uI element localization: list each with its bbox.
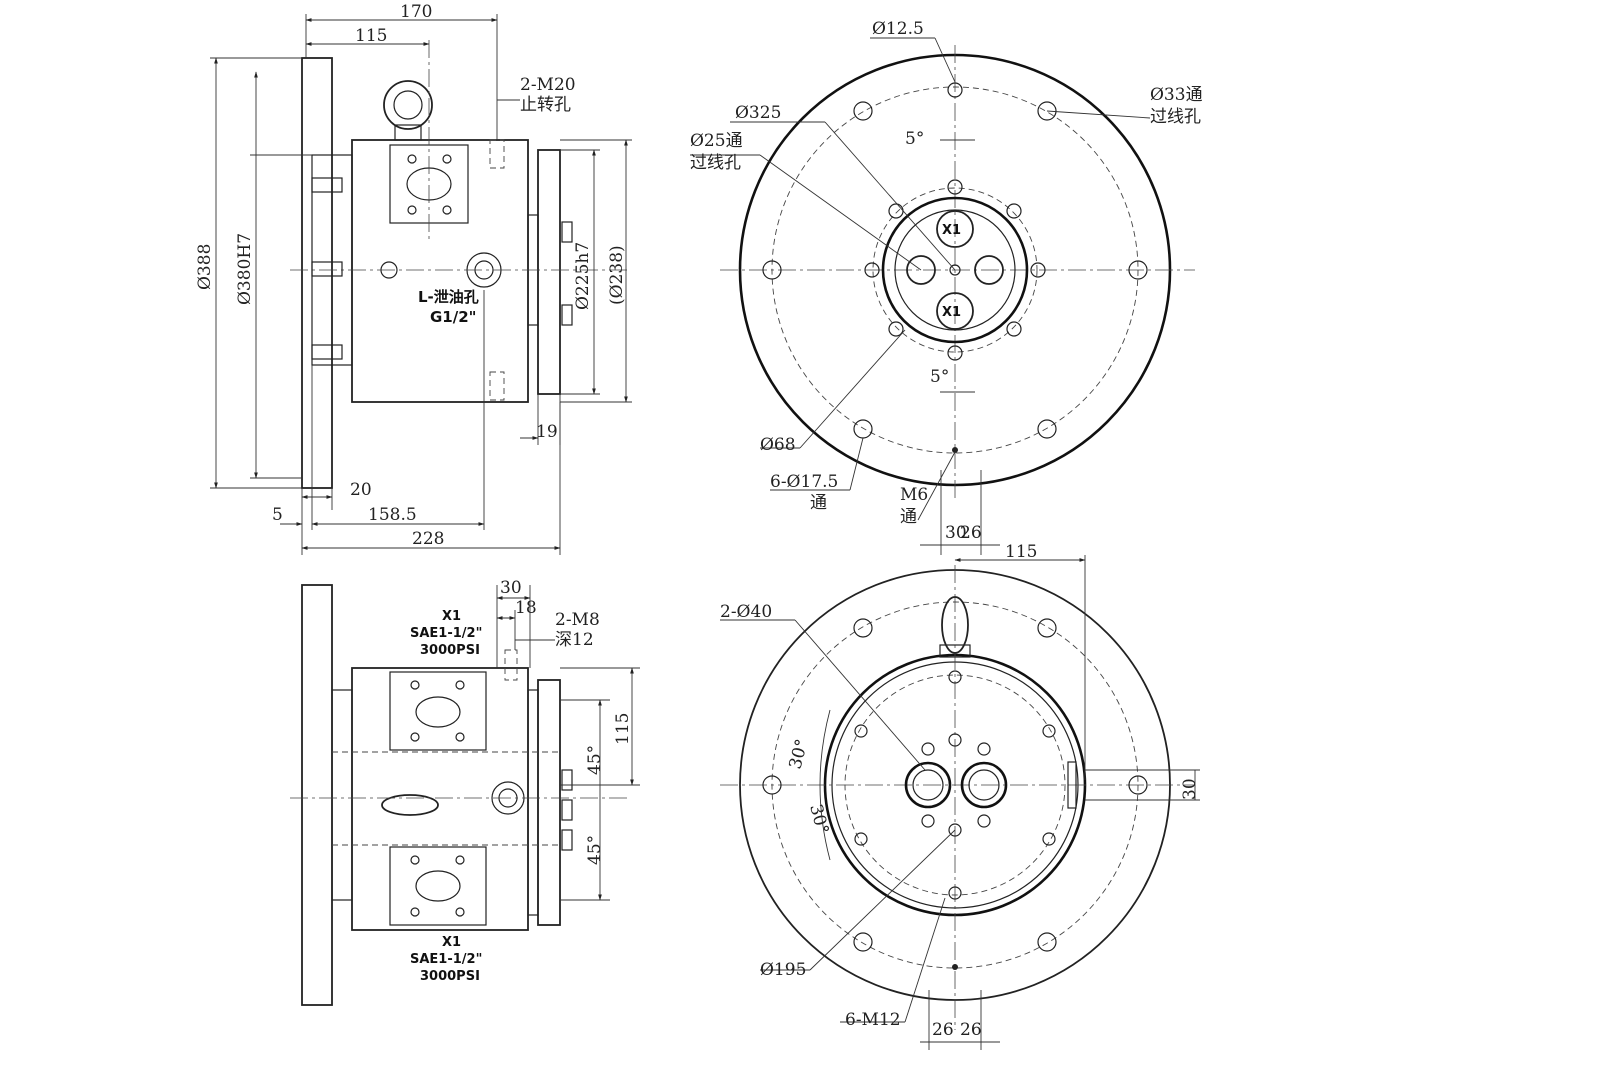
- x1-bottom-spec-2: 3000PSI: [420, 969, 480, 984]
- port-right: [960, 761, 1008, 809]
- dim-26-top: 26: [960, 523, 982, 543]
- dim-30-top: 30: [945, 523, 967, 543]
- port-x1-bottom: [936, 292, 974, 330]
- m8-depth: 深12: [555, 630, 594, 650]
- dia-380h7: Ø380H7: [235, 233, 255, 305]
- x1-top-spec-2: 3000PSI: [420, 643, 480, 658]
- dim-19: 19: [536, 422, 558, 442]
- rear-plate: [537, 149, 561, 395]
- drain-port-thread: G1/2": [430, 308, 476, 326]
- dia-225h7: Ø225h7: [573, 242, 593, 310]
- port-x1-top-label: X1: [942, 223, 961, 238]
- dim-26-b: 26: [960, 1020, 982, 1040]
- port-x1-top: [936, 210, 974, 248]
- angle-5-bottom: 5°: [930, 367, 949, 387]
- dia-33-label-1: Ø33通: [1150, 85, 1203, 105]
- holes-40: 2-Ø40: [720, 602, 772, 622]
- angle-45-bottom: 45°: [585, 835, 605, 865]
- dim-115: 115: [355, 26, 387, 46]
- stop-hole-spec: 2-M20: [520, 75, 576, 95]
- dia-12-5: Ø12.5: [872, 19, 924, 39]
- dia-325: Ø325: [735, 103, 781, 123]
- angle-45-top: 45°: [585, 745, 605, 775]
- body: [351, 139, 529, 403]
- dim-115-side: 115: [613, 713, 633, 745]
- lifting-eye: [383, 80, 433, 130]
- hub-circle: [881, 196, 1029, 344]
- dim-18: 18: [515, 598, 537, 618]
- dim-115-front: 115: [1005, 542, 1037, 562]
- dim-5: 5: [272, 505, 283, 525]
- holes-m12: 6-M12: [845, 1010, 901, 1030]
- m6-label: M6: [900, 485, 928, 505]
- drain-port-label: L-泄油孔: [418, 288, 479, 306]
- dim-30-side: 30: [500, 578, 522, 598]
- stop-hole-label: 止转孔: [520, 95, 571, 115]
- x1-bottom-spec-1: SAE1-1/2": [410, 952, 482, 967]
- port-x1-bottom-label: X1: [942, 305, 961, 320]
- lifting-eye-side: [381, 794, 439, 816]
- flange-bottom: [301, 584, 333, 1006]
- dia-68: Ø68: [760, 435, 796, 455]
- holes-17-5-note: 通: [810, 493, 827, 513]
- flange-section: [301, 57, 333, 489]
- dia-25-label-1: Ø25通: [690, 131, 743, 151]
- port-block-bottom: [389, 846, 487, 926]
- front-view-bottom: 115 2-Ø40 30° 30° 30 Ø195 6-M12 26 26: [720, 542, 1200, 1050]
- m6-note: 通: [900, 507, 917, 527]
- side-view-bottom: X1 SAE1-1/2" 3000PSI X1 SAE1-1/2" 3000PS…: [290, 578, 640, 1006]
- dim-26-a: 26: [932, 1020, 954, 1040]
- dim-170: 170: [400, 2, 432, 22]
- x1-top-spec-1: SAE1-1/2": [410, 626, 482, 641]
- angle-5-top: 5°: [905, 129, 924, 149]
- dim-30-front: 30: [1180, 778, 1200, 800]
- holes-17-5: 6-Ø17.5: [770, 472, 838, 492]
- dim-20: 20: [350, 480, 372, 500]
- dia-33-label-2: 过线孔: [1150, 107, 1201, 127]
- dia-25-label-2: 过线孔: [690, 153, 741, 173]
- dim-158-5: 158.5: [368, 505, 417, 525]
- m8-spec: 2-M8: [555, 610, 600, 630]
- lifting-eye-front: [941, 596, 969, 654]
- dia-388: Ø388: [195, 244, 215, 290]
- x1-top-label: X1: [442, 609, 461, 624]
- body-bottom: [351, 667, 529, 931]
- x1-bottom-label: X1: [442, 935, 461, 950]
- dia-195: Ø195: [760, 960, 806, 980]
- front-view-top: X1 X1 Ø12.5 Ø33通 过线孔 Ø325 Ø25通 过线孔 5° 5°…: [690, 19, 1203, 555]
- angle-30-a: 30°: [786, 737, 813, 771]
- port-block-top: [389, 671, 487, 751]
- dia-238: (Ø238): [607, 245, 627, 305]
- dim-228: 228: [412, 529, 444, 549]
- port-left: [904, 761, 952, 809]
- side-view-top: 170 115 2-M20 止转孔 Ø388 Ø380H7 Ø225h7 (Ø2…: [195, 2, 632, 555]
